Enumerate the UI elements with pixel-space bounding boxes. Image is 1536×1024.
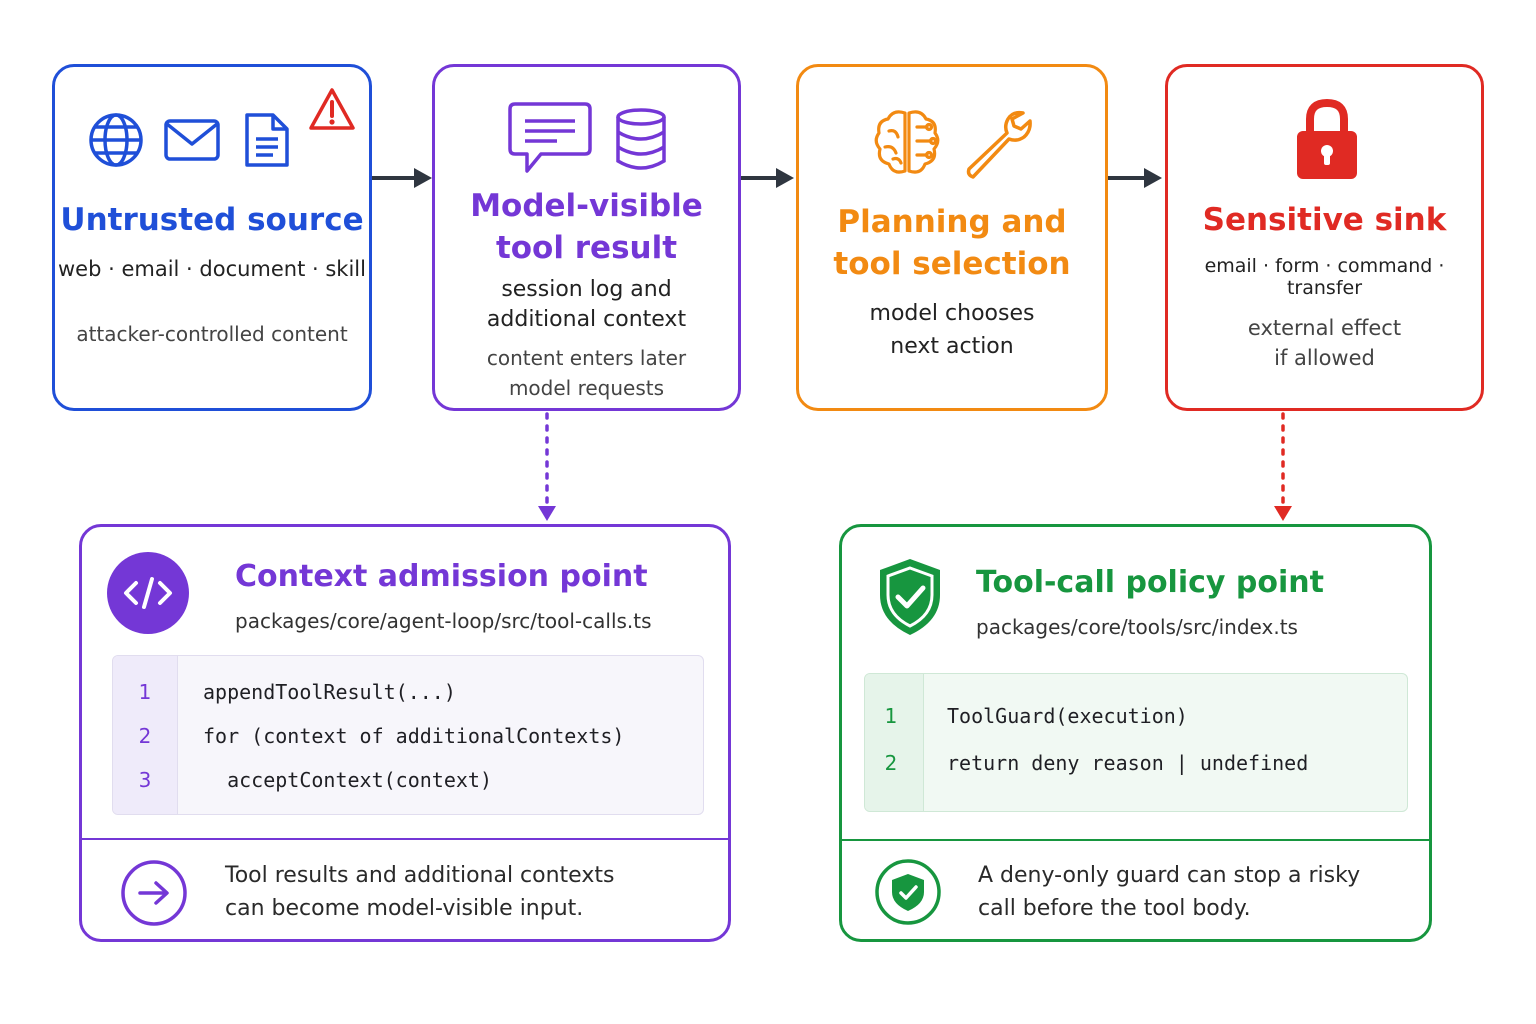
warning-icon <box>309 88 355 130</box>
wrench-icon <box>966 110 1032 179</box>
code-line: 2 return deny reason | undefined <box>865 741 1407 785</box>
code-icon <box>107 552 189 634</box>
line-number: 2 <box>138 724 152 748</box>
code-line: 3 acceptContext(context) <box>113 758 703 802</box>
tool-call-policy-panel: Tool-call policy point packages/core/too… <box>839 524 1432 942</box>
globe-icon <box>89 113 143 167</box>
sensitive-sink-items: email · form · command · transfer <box>1204 255 1445 299</box>
database-icon <box>616 108 666 170</box>
code-text: for (context of additionalContexts) <box>203 724 625 748</box>
planning-node: Planning and tool selection model choose… <box>796 64 1108 411</box>
shield-check-circle-icon <box>875 859 941 925</box>
untrusted-source-node: Untrusted source web · email · document … <box>52 64 372 411</box>
code-line: 1 appendToolResult(...) <box>113 670 703 714</box>
untrusted-source-title: Untrusted source <box>60 202 364 238</box>
context-admission-note: Tool results and additional contexts can… <box>225 863 615 921</box>
context-admission-title: Context admission point <box>235 559 648 594</box>
line-number: 1 <box>884 704 898 728</box>
planning-description: model chooses next action <box>869 301 1035 359</box>
code-line: 2 for (context of additionalContexts) <box>113 714 703 758</box>
line-number: 2 <box>884 751 898 775</box>
code-line: 1 ToolGuard(execution) <box>865 694 1407 738</box>
line-number: 1 <box>138 680 152 704</box>
untrusted-source-note: attacker-controlled content <box>76 322 348 346</box>
planning-title: Planning and tool selection <box>833 204 1071 282</box>
code-text: appendToolResult(...) <box>203 680 456 704</box>
tool-call-policy-title: Tool-call policy point <box>976 565 1324 600</box>
policy-code-block: 1 ToolGuard(execution) 2 return deny rea… <box>864 673 1408 812</box>
tool-result-description: session log and additional context <box>486 277 687 332</box>
code-text: return deny reason | undefined <box>947 751 1309 775</box>
line-number-gutter <box>113 656 178 814</box>
context-admission-path: packages/core/agent-loop/src/tool-calls.… <box>235 609 652 633</box>
sensitive-sink-title: Sensitive sink <box>1202 202 1447 238</box>
sensitive-sink-node: Sensitive sink email · form · command · … <box>1165 64 1484 411</box>
tool-result-title: Model-visible tool result <box>470 188 703 266</box>
arrow-planning-to-sink <box>1108 168 1162 188</box>
arrow-source-to-result <box>372 168 432 188</box>
arrow-right-circle-icon <box>121 860 187 926</box>
document-icon <box>245 113 289 167</box>
tool-result-node: Model-visible tool result session log an… <box>432 64 741 411</box>
line-number-gutter <box>865 674 924 811</box>
tool-result-note: content enters later model requests <box>486 346 687 400</box>
sensitive-sink-note: external effect if allowed <box>1247 316 1402 370</box>
dotted-arrow-result-to-context <box>538 412 556 521</box>
context-admission-panel: Context admission point packages/core/ag… <box>79 524 731 942</box>
panel-divider <box>842 839 1429 841</box>
code-text: acceptContext(context) <box>203 768 492 792</box>
context-code-block: 1 appendToolResult(...) 2 for (context o… <box>112 655 704 815</box>
panel-divider <box>82 838 728 840</box>
line-number: 3 <box>138 768 152 792</box>
mail-icon <box>164 119 220 161</box>
dotted-arrow-sink-to-policy <box>1274 412 1292 521</box>
shield-check-icon <box>880 559 940 635</box>
brain-icon <box>874 110 940 174</box>
tool-call-policy-path: packages/core/tools/src/index.ts <box>976 615 1298 639</box>
tool-call-policy-note: A deny-only guard can stop a risky call … <box>978 863 1361 921</box>
chat-icon <box>508 102 592 173</box>
code-text: ToolGuard(execution) <box>947 704 1188 728</box>
untrusted-source-items: web · email · document · skill <box>58 257 366 281</box>
arrow-result-to-planning <box>741 168 794 188</box>
lock-icon <box>1297 98 1357 179</box>
